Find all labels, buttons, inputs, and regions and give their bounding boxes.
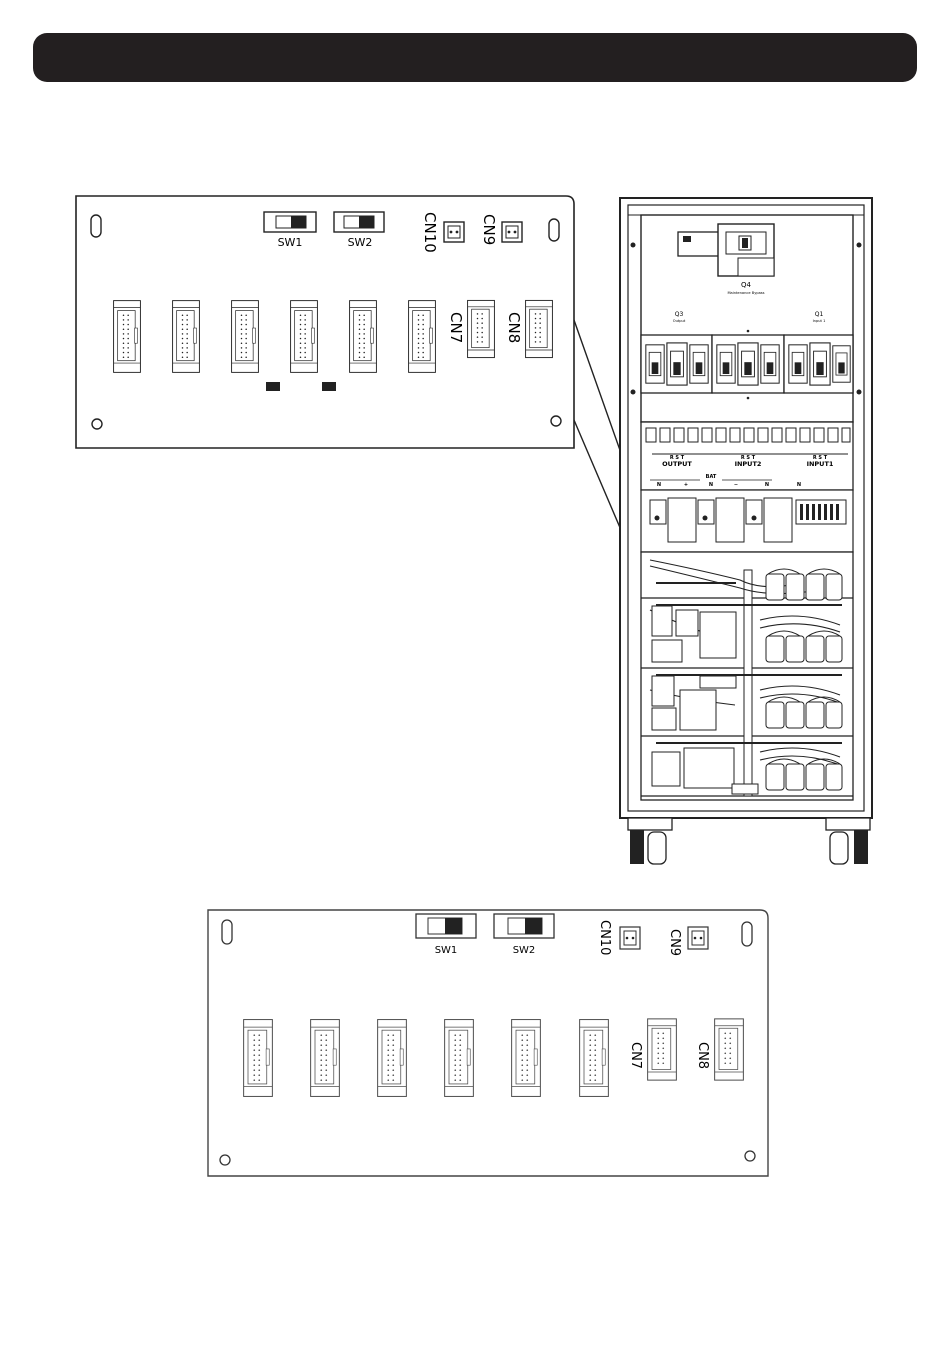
ribbon-connector[interactable]: [114, 301, 141, 373]
board-bottom: SW1 SW2 CN10 CN9 CN7: [208, 910, 768, 1176]
connector-cn9-bottom-label: CN9: [667, 929, 682, 956]
ribbon-connector[interactable]: [378, 1020, 407, 1097]
input2-phases: R S T: [741, 455, 756, 461]
connector-cn9[interactable]: [502, 222, 522, 242]
input2-label: INPUT2: [735, 460, 762, 468]
board-top-outline: [76, 196, 574, 448]
ribbon-connector-cn7-bottom[interactable]: [648, 1019, 677, 1080]
ribbon-connector-cn8-bottom[interactable]: [715, 1019, 744, 1080]
connector-cn10-bottom-label: CN10: [597, 920, 612, 955]
connector-cn7-bottom-label: CN7: [628, 1042, 643, 1069]
ribbon-connector[interactable]: [291, 301, 318, 373]
q1-label: Q1: [815, 311, 824, 318]
ribbon-connector[interactable]: [244, 1020, 273, 1097]
breaker-pole: [833, 346, 850, 382]
ribbon-connector[interactable]: [512, 1020, 541, 1097]
input1-label: INPUT1: [807, 460, 834, 468]
connector-cn10[interactable]: [444, 222, 464, 242]
breaker-pole: [810, 343, 830, 385]
switch-sw1-bottom[interactable]: [416, 914, 476, 938]
ribbon-connector-cn8[interactable]: [526, 300, 553, 357]
board-bottom-outline: [208, 910, 768, 1176]
breaker-pole: [667, 343, 687, 385]
switch-sw1-label: SW1: [278, 236, 303, 249]
output-label: OUTPUT: [662, 460, 692, 468]
breaker-pole: [761, 345, 779, 383]
connector-cn9-label: CN9: [480, 214, 498, 245]
switch-sw2[interactable]: [334, 212, 384, 232]
caster-right: [826, 818, 870, 864]
jumper-block: [266, 382, 280, 391]
switch-sw2-bottom[interactable]: [494, 914, 554, 938]
q3-label: Q3: [675, 311, 684, 318]
connector-cn10-label: CN10: [421, 212, 439, 253]
connector-cn8-label: CN8: [505, 312, 523, 343]
battery-plus: +: [684, 482, 688, 488]
breaker-pole: [646, 345, 664, 383]
switch-sw2-label: SW2: [348, 236, 373, 249]
ups-cabinet: Q4 Maintenance Bypass Q3 Output Q1 Input…: [620, 198, 872, 864]
neutral-3: N: [797, 482, 801, 488]
q3-caption: Output: [673, 319, 686, 323]
center-bar: [744, 570, 752, 796]
output-phases: R S T: [670, 455, 685, 461]
connector-cn10-bottom[interactable]: [620, 927, 640, 949]
caster-left: [628, 818, 672, 864]
ribbon-connector[interactable]: [445, 1020, 474, 1097]
ribbon-connector[interactable]: [311, 1020, 340, 1097]
ribbon-connector[interactable]: [409, 301, 436, 373]
board-top: SW1 SW2 CN10 CN9 CN7 CN8: [76, 196, 574, 448]
breaker-pole: [690, 345, 708, 383]
switch-sw2-bottom-label: SW2: [513, 945, 536, 956]
breaker-pole: [789, 345, 807, 383]
q1-caption: Input 1: [813, 319, 826, 323]
breaker-pole: [738, 343, 758, 385]
q4-label: Q4: [741, 281, 752, 289]
ribbon-connector[interactable]: [580, 1020, 609, 1097]
battery-label: BAT: [706, 474, 717, 480]
q4-caption: Maintenance Bypass: [727, 291, 764, 295]
breaker-pole: [717, 345, 735, 383]
ribbon-connector[interactable]: [350, 301, 377, 373]
ribbon-connector[interactable]: [232, 301, 259, 373]
battery-minus: −: [734, 482, 738, 488]
connector-cn8-bottom-label: CN8: [695, 1042, 710, 1069]
connector-cn7-label: CN7: [447, 312, 465, 343]
switch-sw1[interactable]: [264, 212, 316, 232]
connector-cn9-bottom[interactable]: [688, 927, 708, 949]
neutral-1: N: [657, 482, 661, 488]
switch-sw1-bottom-label: SW1: [435, 945, 458, 956]
neutral-2: N: [765, 482, 769, 488]
input1-phases: R S T: [813, 455, 828, 461]
battery-n: N: [709, 482, 713, 488]
jumper-block: [322, 382, 336, 391]
ribbon-connector-cn7[interactable]: [468, 300, 495, 357]
ribbon-connector[interactable]: [173, 301, 200, 373]
